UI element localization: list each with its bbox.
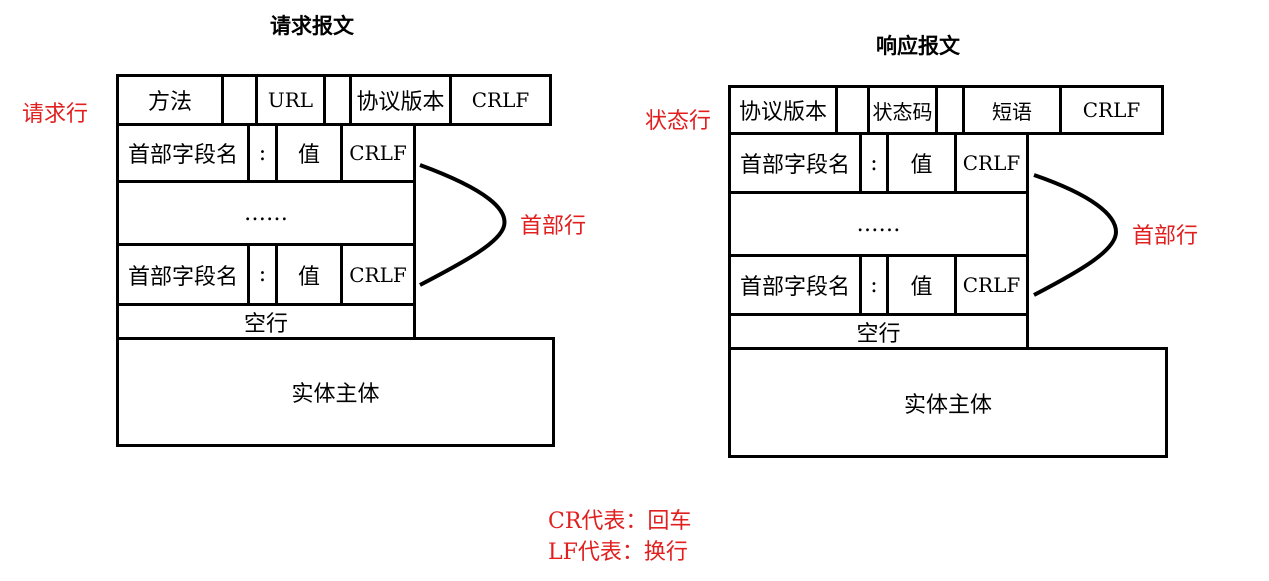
value-cell: 值 (275, 123, 343, 183)
colon-cell: : (247, 243, 278, 306)
blank-line-row: 空行 (116, 303, 416, 340)
header-lines-brace (419, 163, 507, 287)
crlf-cell: CRLF (954, 132, 1029, 194)
colon-cell: : (859, 254, 889, 316)
entity-body-box: 实体主体 (116, 337, 555, 447)
legend-lf: LF代表：换行 (548, 540, 688, 565)
header-field-name-cell: 首部字段名 (728, 254, 862, 316)
blank-line-row: 空行 (728, 313, 1029, 350)
value-cell: 值 (886, 132, 957, 194)
reason-phrase-cell: 短语 (962, 85, 1062, 135)
legend-cr: CR代表：回车 (548, 509, 692, 534)
separator-cell (935, 85, 965, 135)
version-cell: 协议版本 (349, 74, 452, 126)
url-cell: URL (255, 74, 326, 126)
request-line-label: 请求行 (22, 102, 89, 127)
ellipsis-row: …… (728, 191, 1029, 257)
header-field-name-cell: 首部字段名 (116, 243, 250, 306)
response-title: 响应报文 (876, 33, 960, 58)
header-lines-brace (1033, 173, 1119, 297)
crlf-cell: CRLF (1059, 85, 1164, 135)
ellipsis-row: …… (116, 180, 416, 246)
status-code-cell: 状态码 (867, 85, 938, 135)
separator-cell (835, 85, 870, 135)
colon-cell: : (247, 123, 278, 183)
method-cell: 方法 (116, 74, 224, 126)
colon-cell: : (859, 132, 889, 194)
entity-body-box: 实体主体 (728, 347, 1168, 458)
header-field-name-cell: 首部字段名 (728, 132, 862, 194)
separator-cell (221, 74, 258, 126)
request-header-lines-label: 首部行 (520, 214, 587, 239)
version-cell: 协议版本 (728, 85, 838, 135)
value-cell: 值 (275, 243, 343, 306)
separator-cell (323, 74, 352, 126)
status-line-label: 状态行 (645, 109, 712, 134)
header-field-name-cell: 首部字段名 (116, 123, 250, 183)
crlf-cell: CRLF (449, 74, 552, 126)
response-header-lines-label: 首部行 (1132, 224, 1199, 249)
request-title: 请求报文 (270, 13, 354, 38)
crlf-cell: CRLF (954, 254, 1029, 316)
crlf-cell: CRLF (340, 243, 416, 306)
crlf-cell: CRLF (340, 123, 416, 183)
value-cell: 值 (886, 254, 957, 316)
